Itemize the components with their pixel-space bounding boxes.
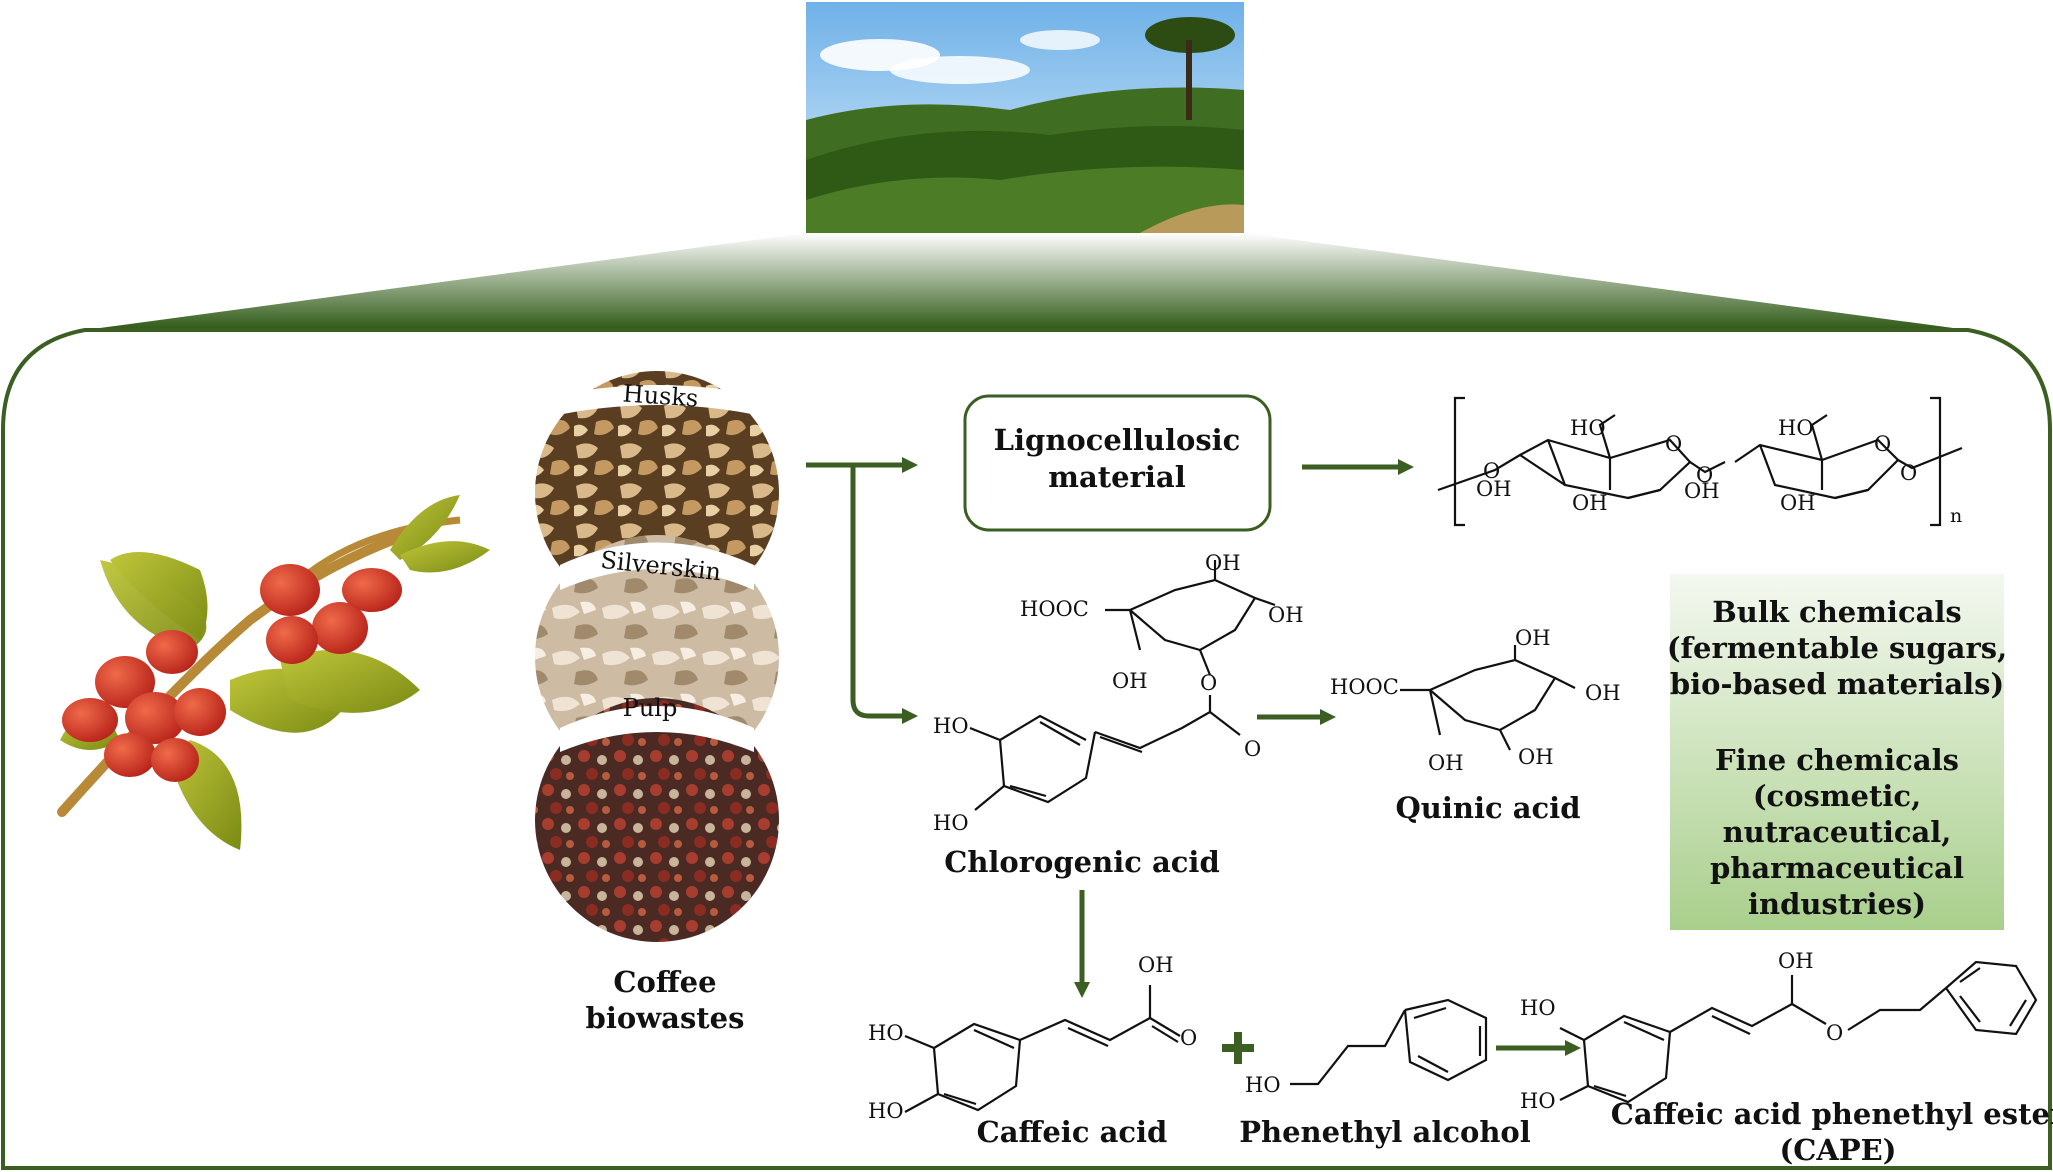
lignocellulosic-box: Lignocellulosic material: [963, 394, 1272, 532]
coffee-branch-illustration: [57, 495, 490, 850]
fine-chemicals-line2: (cosmetic,: [1753, 779, 1921, 813]
cape-structure: OH O HO HO: [1520, 949, 2038, 1113]
fine-chemicals-line4: pharmaceutical: [1710, 851, 1964, 885]
phenethyl-alcohol-name: Phenethyl alcohol: [1239, 1115, 1531, 1149]
cellulose-label-5: O: [1696, 463, 1713, 487]
cape-group-0: OH: [1778, 949, 1814, 973]
pulp-label: Pulp: [623, 694, 678, 722]
cellulose-label-2: O: [1483, 459, 1500, 483]
caffeic-acid-structure: OH O HO HO: [868, 953, 1197, 1123]
fine-chemicals-title: Fine chemicals: [1715, 743, 1959, 777]
phenethyl-alcohol-structure: HO: [1245, 998, 1488, 1097]
chlorogenic-group-1: HOOC: [1020, 597, 1089, 621]
chlorogenic-group-3: OH: [1112, 669, 1148, 693]
plus-sign: [1222, 1032, 1254, 1064]
quinic-group-3: OH: [1428, 751, 1464, 775]
caffeic-group-1: O: [1180, 1026, 1197, 1050]
cape-group-1: O: [1826, 1021, 1843, 1045]
chlorogenic-acid-structure: OH HOOC OH OH O O HO HO: [933, 551, 1304, 835]
separator-arc-0: [535, 385, 779, 420]
caffeic-group-2: HO: [868, 1021, 904, 1045]
quinic-group-1: HOOC: [1330, 675, 1399, 699]
chlorogenic-group-2: OH: [1268, 603, 1304, 627]
quinic-acid-structure: OH HOOC OH OH OH: [1330, 626, 1621, 775]
cellulose-label-10: OH: [1780, 491, 1816, 515]
chlorogenic-to-caffeic-arrow: [1074, 890, 1090, 998]
chlorogenic-group-5: O: [1244, 737, 1261, 761]
cellulose-repeat-subscript: n: [1950, 505, 1962, 527]
applications-box: Bulk chemicals (fermentable sugars, bio-…: [1667, 574, 2007, 930]
plantation-photo: [806, 2, 1244, 233]
bulk-chemicals-line3: bio-based materials): [1670, 667, 2004, 701]
cellulose-label-9: OH: [1684, 479, 1720, 503]
esterification-arrow: [1496, 1040, 1581, 1056]
quinic-group-0: OH: [1515, 626, 1551, 650]
separator-arc-1: [560, 542, 754, 590]
coffee-berry-cluster: [62, 564, 402, 782]
cellulose-label-8: O: [1900, 461, 1917, 485]
biowastes-title-line1: Coffee: [613, 965, 716, 999]
pulp-photo: [535, 698, 779, 942]
bulk-chemicals-line2: (fermentable sugars,: [1667, 631, 2007, 665]
lignocellulosic-to-cellulose-arrow: [1302, 459, 1414, 475]
cape-group-3: HO: [1520, 1089, 1556, 1113]
chlorogenic-group-6: HO: [933, 714, 969, 738]
chlorogenic-to-quinic-arrow: [1257, 709, 1336, 725]
fine-chemicals-line3: nutraceutical,: [1723, 815, 1952, 849]
separator-arc-2: [560, 706, 754, 752]
quinic-acid-name: Quinic acid: [1396, 791, 1581, 825]
bulk-chemicals-title: Bulk chemicals: [1712, 595, 1962, 629]
chlorogenic-group-0: OH: [1205, 551, 1241, 575]
caffeic-group-3: HO: [868, 1099, 904, 1123]
lignocellulosic-line1: Lignocellulosic: [994, 423, 1241, 457]
fine-chemicals-line5: industries): [1748, 887, 1926, 921]
cellulose-label-4: OH: [1572, 491, 1608, 515]
cellulose-label-1: O: [1665, 432, 1682, 456]
chlorogenic-acid-name: Chlorogenic acid: [944, 845, 1219, 879]
quinic-group-2: OH: [1585, 681, 1621, 705]
cellulose-label-0: HO: [1570, 416, 1606, 440]
husks-label: Husks: [622, 379, 699, 412]
cellulose-label-6: HO: [1778, 416, 1814, 440]
cape-name-line1: Caffeic acid phenethyl ester: [1611, 1097, 2053, 1131]
caffeic-group-0: OH: [1138, 953, 1174, 977]
chlorogenic-group-7: HO: [933, 811, 969, 835]
main-frame: [1, 328, 2052, 1170]
fan-connector: [85, 233, 1968, 330]
cape-group-2: HO: [1520, 996, 1556, 1020]
biowastes-title-line2: biowastes: [586, 1001, 745, 1035]
biowaste-split-arrow: [806, 457, 918, 724]
chlorogenic-group-4: O: [1200, 671, 1217, 695]
phenethyl-group-0: HO: [1245, 1073, 1281, 1097]
cellulose-structure: HO O O OH OH O HO O O OH OH O n: [1437, 396, 1963, 527]
cellulose-label-3: OH: [1476, 477, 1512, 501]
quinic-group-4: OH: [1518, 745, 1554, 769]
cape-name-line2: (CAPE): [1780, 1133, 1897, 1167]
caffeic-acid-name: Caffeic acid: [977, 1115, 1168, 1149]
lignocellulosic-line2: material: [1048, 460, 1185, 494]
cellulose-label-7: O: [1874, 432, 1891, 456]
